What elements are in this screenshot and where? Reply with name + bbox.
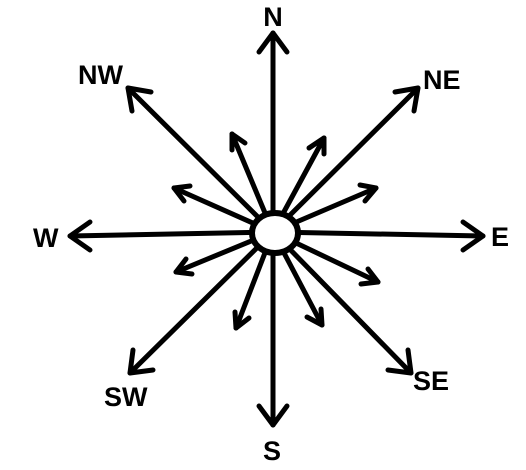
label-southwest: SW — [104, 382, 148, 412]
label-southeast: SE — [413, 366, 449, 396]
label-south: S — [263, 436, 281, 466]
label-north: N — [263, 2, 283, 32]
label-northeast: NE — [423, 65, 461, 95]
label-northwest: NW — [78, 60, 123, 90]
center-hub — [249, 210, 301, 256]
arrow-east — [270, 219, 486, 253]
arrow-west — [67, 219, 276, 253]
arrow-northeast — [270, 85, 421, 235]
arrow-southwest — [127, 229, 276, 376]
arrow-southeast — [270, 229, 414, 376]
main-arrows — [67, 30, 486, 428]
arrow-south — [256, 229, 290, 428]
label-east: E — [491, 222, 509, 252]
arrow-northwest — [125, 85, 276, 235]
arrow-north — [256, 30, 290, 235]
label-west: W — [33, 223, 59, 253]
